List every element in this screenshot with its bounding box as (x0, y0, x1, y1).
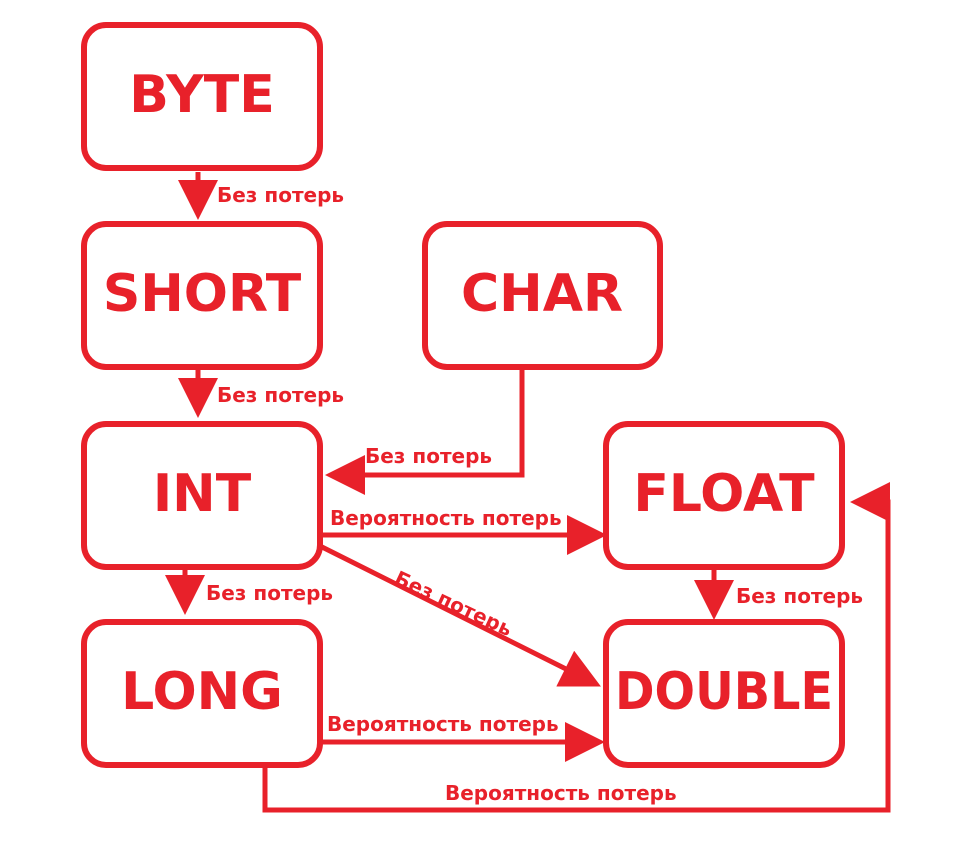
edges (165, 172, 891, 813)
node-short: SHORT (81, 221, 323, 370)
edge-label-long-float: Вероятность потерь (445, 781, 677, 805)
node-double: DOUBLE (603, 619, 845, 768)
node-label-char: CHAR (461, 264, 623, 324)
node-byte: BYTE (81, 22, 323, 171)
edge-long-float (262, 482, 891, 813)
node-long: LONG (81, 619, 323, 768)
node-label-short: SHORT (103, 264, 302, 324)
edge-label-int-long: Без потерь (206, 581, 333, 605)
node-label-float: FLOAT (633, 464, 815, 524)
node-label-long: LONG (121, 662, 283, 722)
node-label-byte: BYTE (129, 65, 274, 125)
edge-label-float-double: Без потерь (736, 584, 863, 608)
node-char: CHAR (422, 221, 663, 370)
edge-label-int-double: Без потерь (391, 566, 516, 641)
edge-int-double (316, 542, 601, 687)
node-label-double: DOUBLE (615, 662, 833, 722)
edge-label-short-int: Без потерь (217, 383, 344, 407)
node-label-int: INT (153, 464, 252, 524)
node-int: INT (81, 421, 323, 570)
edge-label-long-double: Вероятность потерь (327, 712, 559, 736)
edge-label-byte-short: Без потерь (217, 183, 344, 207)
node-float: FLOAT (603, 421, 845, 570)
edge-label-char-int: Без потерь (365, 444, 492, 468)
edge-char-int (325, 370, 525, 495)
edge-label-int-float: Вероятность потерь (330, 506, 562, 530)
